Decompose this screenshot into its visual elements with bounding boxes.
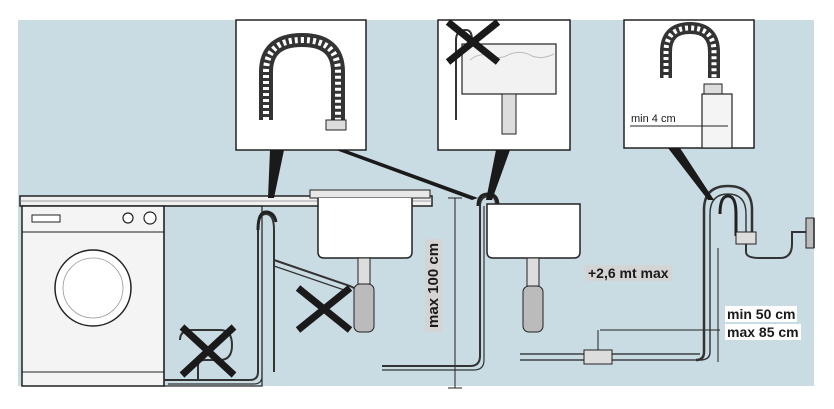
cross-icon (179, 324, 237, 380)
callout-pointer (336, 150, 478, 200)
callout-panel-incorrect-sink (437, 19, 571, 200)
callout-panel-hose-bend (235, 19, 367, 198)
hose-hook (256, 210, 278, 231)
min-height-label: min 50 cm (725, 306, 798, 322)
max-height-label: max 100 cm (425, 238, 442, 332)
cross-icon (295, 285, 353, 333)
wall-drain-icon (805, 217, 815, 249)
callout-panel-min-gap (623, 19, 755, 200)
washing-machine-icon (21, 205, 165, 387)
hose-extension (520, 329, 720, 365)
trap-icon (695, 184, 806, 362)
sink-icon (309, 189, 431, 333)
hose-extension-label: +2,6 mt max (585, 265, 672, 281)
sink-icon (486, 203, 581, 333)
min-gap-label: min 4 cm (631, 113, 676, 125)
height-dimension (448, 197, 462, 389)
max-height-right-label: max 85 cm (725, 324, 801, 340)
